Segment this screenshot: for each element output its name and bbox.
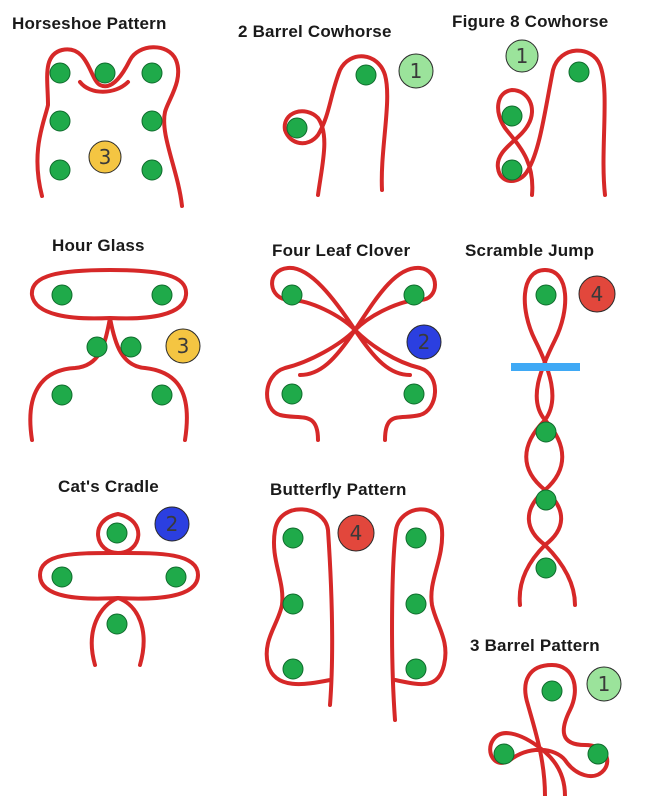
barrel-marker (588, 744, 608, 764)
barrel-marker (494, 744, 514, 764)
barrel-marker (542, 681, 562, 701)
svg-text:1: 1 (598, 672, 611, 696)
order-badge: 1 (587, 667, 621, 701)
